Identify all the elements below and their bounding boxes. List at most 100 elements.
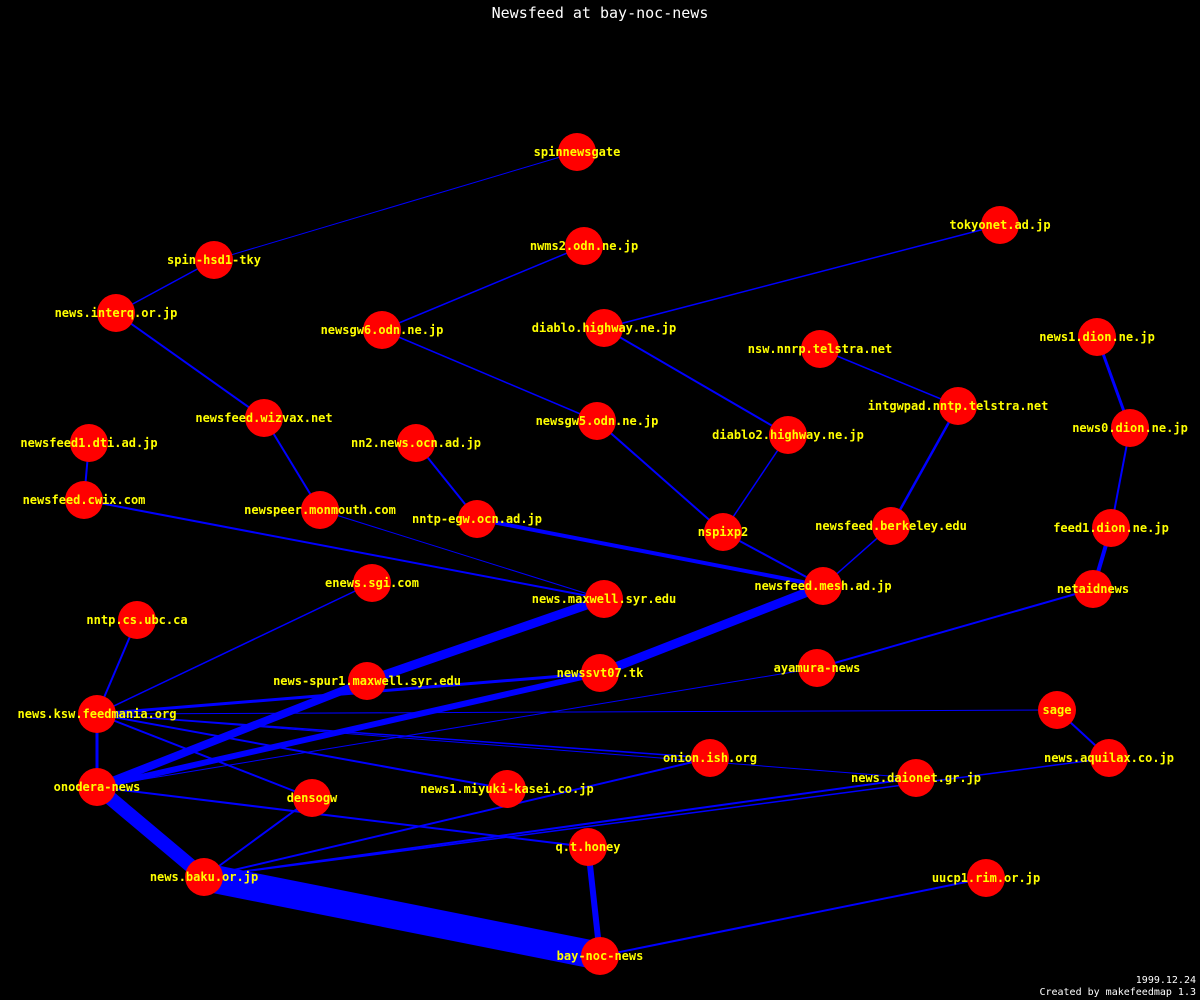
node-label-newsfeed.berkeley.edu: newsfeed.berkeley.edu — [815, 519, 967, 533]
node-onion.ish.org[interactable] — [691, 739, 729, 777]
feed-edge-nsw.nnrp.telstra.net--intgwpad.nntp.telstra.net — [819, 348, 959, 407]
feed-edge-news.ksw.feedmania.org--onion.ish.org — [96, 713, 711, 759]
node-label-news1.dion.ne.jp: news1.dion.ne.jp — [1039, 330, 1155, 344]
node-label-nwms2.odn.ne.jp: nwms2.odn.ne.jp — [530, 239, 638, 253]
feed-edge-newsgw6.odn.ne.jp--newsgw5.odn.ne.jp — [381, 329, 598, 422]
node-uucp1.rim.or.jp[interactable] — [967, 859, 1005, 897]
feed-edge-sage--news.ksw.feedmania.org — [96, 709, 1058, 715]
node-tokyonet.ad.jp[interactable] — [981, 206, 1019, 244]
node-label-intgwpad.nntp.telstra.net: intgwpad.nntp.telstra.net — [868, 399, 1049, 413]
feed-edge-nwms2.odn.ne.jp--newsgw6.odn.ne.jp — [381, 245, 585, 331]
node-news.ksw.feedmania.org[interactable] — [78, 695, 116, 733]
node-nspixp2[interactable] — [704, 513, 742, 551]
feed-edge-diablo2.highway.ne.jp--nspixp2 — [722, 434, 789, 533]
feed-edge-densogw--news.baku.or.jp — [203, 797, 313, 878]
feed-edge-spinnewsgate--spin-hsd1-tky — [213, 151, 578, 261]
feed-edge-onion.ish.org--news.baku.or.jp — [203, 757, 711, 878]
node-nn2.news.ocn.ad.jp[interactable] — [397, 424, 435, 462]
node-diablo.highway.ne.jp[interactable] — [585, 309, 623, 347]
feed-edge-newsfeed.mesh.ad.jp--newssvt07.tk — [598, 581, 825, 678]
nodes-layer — [65, 133, 1149, 975]
feed-edge-newspeer.monmouth.com--news.maxwell.syr.edu — [319, 509, 605, 600]
node-label-netaidnews: netaidnews — [1057, 582, 1129, 596]
node-bay-noc-news[interactable] — [581, 937, 619, 975]
node-q.t.honey[interactable] — [569, 828, 607, 866]
node-news.interq.or.jp[interactable] — [97, 294, 135, 332]
node-label-news.ksw.feedmania.org: news.ksw.feedmania.org — [18, 707, 177, 721]
node-label-diablo2.highway.ne.jp: diablo2.highway.ne.jp — [712, 428, 864, 442]
node-news1.dion.ne.jp[interactable] — [1078, 318, 1116, 356]
node-newsgw6.odn.ne.jp[interactable] — [363, 311, 401, 349]
feed-edge-nntp-egw.ocn.ad.jp--newsfeed.mesh.ad.jp — [476, 517, 824, 588]
node-densogw[interactable] — [293, 779, 331, 817]
node-nntp-egw.ocn.ad.jp[interactable] — [458, 500, 496, 538]
feed-edge-newssvt07.tk--onodera-news — [96, 670, 601, 790]
feed-edge-news.interq.or.jp--newsfeed.wizvax.net — [115, 312, 265, 419]
node-spinnewsgate[interactable] — [558, 133, 596, 171]
feed-edge-news.maxwell.syr.edu--news-spur1.maxwell.syr.edu — [365, 594, 606, 686]
node-label-enews.sgi.com: enews.sgi.com — [325, 576, 419, 590]
node-news.daionet.gr.jp[interactable] — [897, 759, 935, 797]
node-label-newsgw6.odn.ne.jp: newsgw6.odn.ne.jp — [321, 323, 444, 337]
node-news1.miyuki-kasei.co.jp[interactable] — [488, 770, 526, 808]
node-label-news1.miyuki-kasei.co.jp: news1.miyuki-kasei.co.jp — [420, 782, 593, 796]
node-spin-hsd1-tky[interactable] — [195, 241, 233, 279]
feed-edge-news.ksw.feedmania.org--densogw — [96, 713, 313, 799]
node-label-feed1.dion.ne.jp: feed1.dion.ne.jp — [1053, 521, 1169, 535]
node-label-uucp1.rim.or.jp: uucp1.rim.or.jp — [932, 871, 1040, 885]
node-news0.dion.ne.jp[interactable] — [1111, 409, 1149, 447]
feed-edge-news-spur1.maxwell.syr.edu--onodera-news — [95, 677, 369, 791]
page-title: Newsfeed at bay-noc-news — [492, 4, 709, 22]
node-feed1.dion.ne.jp[interactable] — [1092, 509, 1130, 547]
node-label-sage: sage — [1043, 703, 1072, 717]
node-diablo2.highway.ne.jp[interactable] — [769, 416, 807, 454]
node-news-spur1.maxwell.syr.edu[interactable] — [348, 662, 386, 700]
feed-edge-newssvt07.tk--news.ksw.feedmania.org — [96, 671, 601, 716]
node-label-newssvt07.tk: newssvt07.tk — [557, 666, 644, 680]
feed-edge-diablo.highway.ne.jp--diablo2.highway.ne.jp — [603, 327, 789, 436]
feed-edge-ayamura-news--onodera-news — [96, 667, 818, 788]
node-label-news.baku.or.jp: news.baku.or.jp — [150, 870, 258, 884]
feed-edge-news.baku.or.jp--bay-noc-news — [201, 863, 603, 970]
feed-edge-onodera-news--news.baku.or.jp — [92, 781, 209, 883]
node-nntp.cs.ubc.ca[interactable] — [118, 601, 156, 639]
node-newsfeed.mesh.ad.jp[interactable] — [804, 567, 842, 605]
edges-layer — [83, 151, 1132, 970]
feed-edge-newsfeed.cwix.com--news.maxwell.syr.edu — [83, 499, 605, 600]
node-newsfeed.wizvax.net[interactable] — [245, 399, 283, 437]
node-label-diablo.highway.ne.jp: diablo.highway.ne.jp — [532, 321, 677, 335]
feed-edge-uucp1.rim.or.jp--bay-noc-news — [599, 877, 987, 957]
feed-edge-newsgw5.odn.ne.jp--nspixp2 — [596, 420, 724, 533]
node-label-newsfeed.wizvax.net: newsfeed.wizvax.net — [195, 411, 332, 425]
feed-edge-intgwpad.nntp.telstra.net--newsfeed.berkeley.edu — [889, 405, 960, 527]
node-news.aquilax.co.jp[interactable] — [1090, 739, 1128, 777]
node-label-news.aquilax.co.jp: news.aquilax.co.jp — [1044, 751, 1174, 765]
node-enews.sgi.com[interactable] — [353, 564, 391, 602]
node-onodera-news[interactable] — [78, 768, 116, 806]
node-newsgw5.odn.ne.jp[interactable] — [578, 402, 616, 440]
node-label-nntp.cs.ubc.ca: nntp.cs.ubc.ca — [86, 613, 187, 627]
node-newsfeed.cwix.com[interactable] — [65, 481, 103, 519]
node-news.baku.or.jp[interactable] — [185, 858, 223, 896]
node-label-newsfeed1.dti.ad.jp: newsfeed1.dti.ad.jp — [20, 436, 157, 450]
node-newspeer.monmouth.com[interactable] — [301, 491, 339, 529]
node-netaidnews[interactable] — [1074, 570, 1112, 608]
node-label-newspeer.monmouth.com: newspeer.monmouth.com — [244, 503, 396, 517]
feed-edge-news.aquilax.co.jp--news.baku.or.jp — [203, 757, 1110, 878]
node-ayamura-news[interactable] — [798, 649, 836, 687]
node-label-bay-noc-news: bay-noc-news — [557, 949, 644, 963]
node-news.maxwell.syr.edu[interactable] — [585, 580, 623, 618]
node-intgwpad.nntp.telstra.net[interactable] — [939, 387, 977, 425]
node-nwms2.odn.ne.jp[interactable] — [565, 227, 603, 265]
node-newsfeed.berkeley.edu[interactable] — [872, 507, 910, 545]
node-nsw.nnrp.telstra.net[interactable] — [801, 330, 839, 368]
node-label-news-spur1.maxwell.syr.edu: news-spur1.maxwell.syr.edu — [273, 674, 461, 688]
node-sage[interactable] — [1038, 691, 1076, 729]
node-label-nsw.nnrp.telstra.net: nsw.nnrp.telstra.net — [748, 342, 893, 356]
node-newssvt07.tk[interactable] — [581, 654, 619, 692]
node-label-newsfeed.mesh.ad.jp: newsfeed.mesh.ad.jp — [754, 579, 891, 593]
node-newsfeed1.dti.ad.jp[interactable] — [70, 424, 108, 462]
feed-edge-enews.sgi.com--news.ksw.feedmania.org — [96, 582, 373, 715]
node-label-nn2.news.ocn.ad.jp: nn2.news.ocn.ad.jp — [351, 436, 481, 450]
